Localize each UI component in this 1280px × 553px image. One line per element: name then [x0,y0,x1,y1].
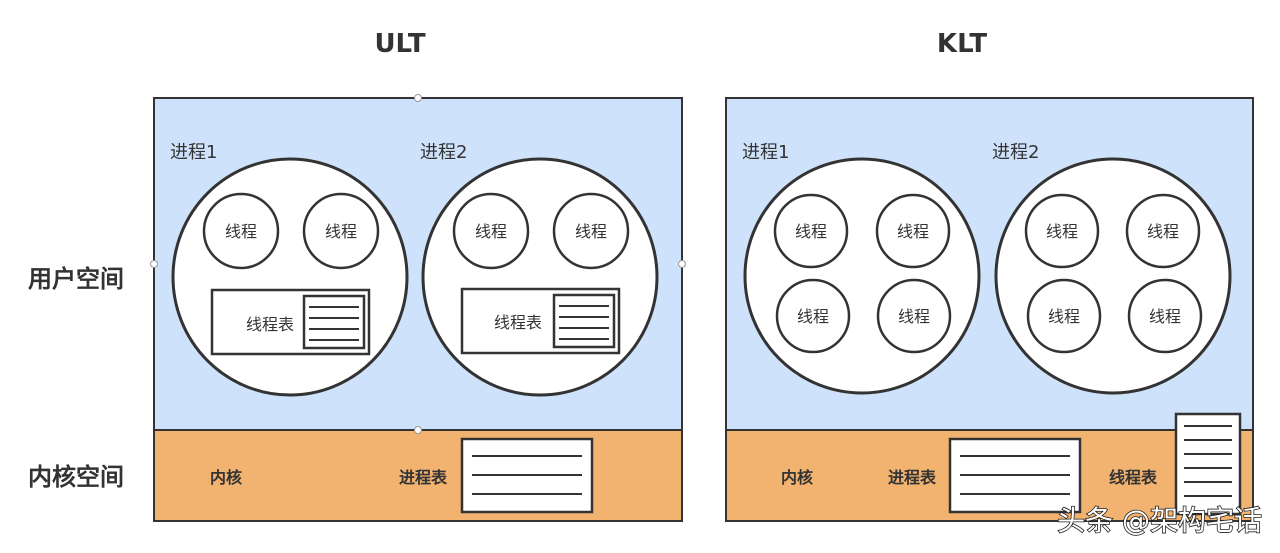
thread-circle [1125,193,1201,269]
klt-kernel-label: 内核 [781,468,813,487]
thread-circle [875,193,951,269]
ult-title: ULT [374,29,425,59]
thread-circle [1026,278,1102,354]
thread-circle [773,193,849,269]
selection-handle[interactable] [150,260,158,268]
thread-label: 线程 [1048,307,1080,326]
thread-circle [302,192,380,270]
klt-thread-table-label: 线程表 [1109,468,1158,487]
thread-circle [1024,193,1100,269]
klt-process-table-label: 进程表 [888,468,937,487]
watermark: 头条 @架构宅话 [1057,504,1262,537]
thread-circle [202,192,280,270]
thread-label: 线程 [225,222,257,241]
klt-process2-label: 进程2 [992,142,1039,163]
klt-title: KLT [937,29,987,59]
selection-handle[interactable] [414,426,422,434]
ult-process2-label: 进程2 [420,142,467,163]
selection-handle[interactable] [414,94,422,102]
thread-label: 线程 [797,307,829,326]
thread-label: 线程 [575,222,607,241]
thread-label: 线程 [475,222,507,241]
thread-table-icon [1174,412,1242,516]
kernel-space-label: 内核空间 [28,463,124,491]
ult-process-table-label: 进程表 [399,468,448,487]
selection-handle[interactable] [678,260,686,268]
thread-label: 线程 [325,222,357,241]
klt-panel: 进程1 线程 线程 线程 线程 进程2 线程 线程 线程 线程 内核 进程表 线… [725,97,1254,522]
ult-panel: 进程1 线程 线程 线程表 进程2 线程 线程 线程表 内核 进程表 [150,94,686,522]
klt-process2-circle [994,157,1232,395]
thread-label: 线程 [898,307,930,326]
thread-label: 线程 [795,222,827,241]
thread-circle [1127,278,1203,354]
thread-circle [775,278,851,354]
user-space-label: 用户空间 [28,265,124,293]
thread-label: 线程 [1147,222,1179,241]
thread-circle [876,278,952,354]
ult-process1-circle [171,157,409,397]
ult-process2-circle [421,157,659,397]
thread-table-label: 线程表 [494,313,542,332]
ult-kernel-space [153,429,683,522]
thread-table-label: 线程表 [246,315,294,334]
thread-circle [552,192,630,270]
thread-label: 线程 [897,222,929,241]
ult-kernel-label: 内核 [210,468,242,487]
klt-process1-label: 进程1 [742,142,789,163]
klt-process1-circle [743,157,981,395]
thread-label: 线程 [1149,307,1181,326]
thread-circle [452,192,530,270]
ult-process1-label: 进程1 [170,142,217,163]
thread-label: 线程 [1046,222,1078,241]
